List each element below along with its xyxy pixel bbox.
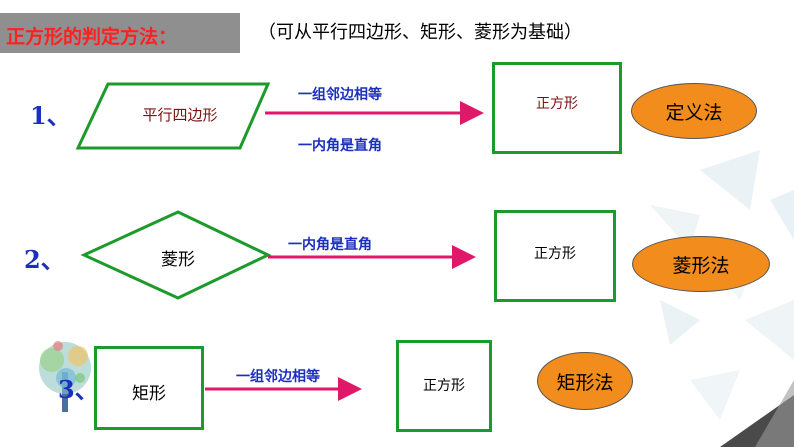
tree-icon <box>39 341 91 412</box>
condition-3a: 一组邻边相等 <box>236 369 320 385</box>
method-name-label-1: 定义法 <box>665 101 723 124</box>
result-label-1: 正方形 <box>536 96 578 112</box>
method-name-3: 矩形法 <box>537 352 633 410</box>
start-shape-label-2: 菱形 <box>161 250 195 270</box>
result-box-3: 正方形 <box>396 340 492 432</box>
result-label-3: 正方形 <box>423 378 465 394</box>
method-name-1: 定义法 <box>631 83 757 139</box>
result-label-2: 正方形 <box>534 246 576 262</box>
method-number-1: 1、 <box>30 101 71 130</box>
condition-1a: 一组邻边相等 <box>298 87 382 103</box>
title-banner <box>0 13 240 53</box>
parallelogram-shape <box>75 82 271 150</box>
condition-2a: 一内角是直角 <box>288 237 372 253</box>
method-number-3: 3、 <box>58 375 99 404</box>
start-shape-box-3: 矩形 <box>94 346 204 430</box>
result-box-1: 正方形 <box>492 62 622 154</box>
condition-1b: 一内角是直角 <box>298 138 382 154</box>
result-box-2: 正方形 <box>494 210 616 302</box>
method-name-label-2: 菱形法 <box>672 254 730 277</box>
corner-triangle-light <box>755 380 794 447</box>
method-name-label-3: 矩形法 <box>556 371 614 394</box>
page-subtitle: （可从平行四边形、矩形、菱形为基础） <box>258 22 582 43</box>
method-number-2: 2、 <box>24 245 65 274</box>
rhombus-shape <box>80 210 272 300</box>
start-shape-label-1: 平行四边形 <box>142 106 218 124</box>
start-shape-label-3: 矩形 <box>132 384 166 404</box>
page-title: 正方形的判定方法： <box>6 26 178 48</box>
method-name-2: 菱形法 <box>632 236 770 292</box>
